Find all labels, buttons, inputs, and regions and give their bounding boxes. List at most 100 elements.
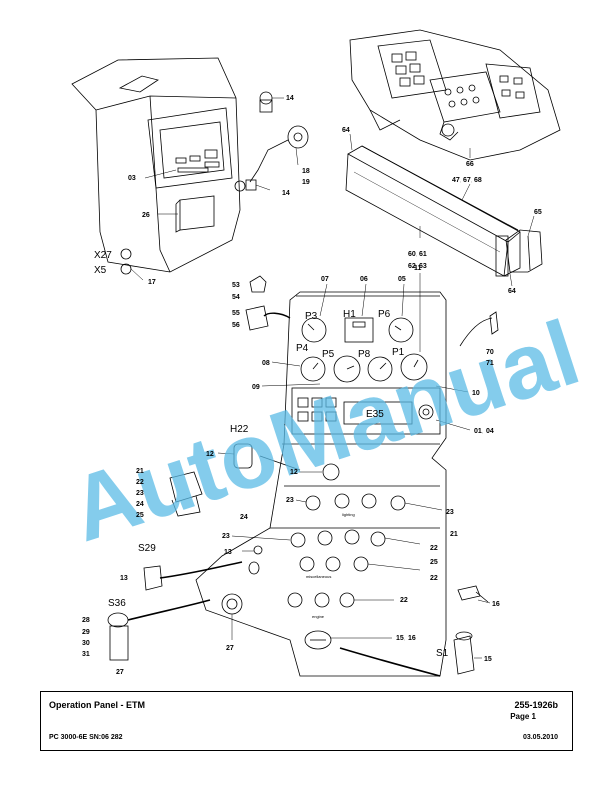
callout-27: 27: [116, 669, 124, 676]
din-rail-module: [345, 145, 521, 277]
callout-65: 65: [534, 209, 542, 216]
connectors-x27-x5: [120, 248, 132, 275]
callout-22-c: 22: [430, 575, 438, 582]
callout-25-b: 25: [430, 559, 438, 566]
callout-15: 15: [396, 635, 404, 642]
plug-socket-14a: [259, 91, 273, 113]
label-p8: P8: [358, 349, 371, 360]
label-p5: P5: [322, 349, 335, 360]
callout-21-b: 21: [450, 531, 458, 538]
callout-04: 04: [486, 428, 494, 435]
callout-14-b: 14: [282, 190, 290, 197]
svg-text:,: ,: [471, 178, 472, 183]
callout-60: 60: [408, 251, 416, 258]
callout-12-b: 12: [290, 469, 298, 476]
callout-23-c: 23: [446, 509, 454, 516]
label-s36: S36: [108, 598, 126, 609]
callout-64-b: 64: [508, 288, 516, 295]
end-bracket-65: [505, 229, 543, 273]
callout-21: 21: [136, 468, 144, 475]
document-number: 255-1926b: [514, 700, 558, 710]
callout-25: 25: [136, 512, 144, 519]
callout-16-b: 16: [408, 635, 416, 642]
callout-53: 53: [232, 282, 240, 289]
callout-09: 09: [252, 384, 260, 391]
leader-lines-top-left: [130, 97, 299, 281]
display-e35: [291, 387, 441, 435]
callout-15-b: 15: [484, 656, 492, 663]
svg-text:,: ,: [460, 178, 461, 183]
callout-30: 30: [82, 640, 90, 647]
callout-22-b: 22: [430, 545, 438, 552]
label-p6: P6: [378, 309, 391, 320]
label-engine: engine: [312, 614, 325, 619]
callout-22: 22: [136, 479, 144, 486]
title-block: Operation Panel - ETM 255-1926b Page 1 P…: [40, 691, 573, 751]
callout-66: 66: [466, 161, 474, 168]
leader-lines-panel: [217, 273, 491, 659]
callout-24: 24: [136, 501, 144, 508]
callout-11: 11: [414, 265, 422, 272]
callout-67: 67: [463, 177, 471, 184]
callout-63: 63: [419, 263, 427, 270]
callout-13-b: 13: [120, 575, 128, 582]
operation-panel-outline: [195, 291, 447, 677]
label-lighting: lighting: [342, 512, 355, 517]
label-x27: X27: [94, 250, 112, 261]
callout-12: 12: [206, 451, 214, 458]
callout-62: 62: [408, 263, 416, 270]
label-x5: X5: [94, 265, 107, 276]
label-p4: P4: [296, 343, 309, 354]
gauge-cluster: [300, 317, 428, 383]
callout-08: 08: [262, 360, 270, 367]
console-housing: [71, 57, 241, 273]
machine-model: PC 3000-6E SN:06 282: [49, 734, 123, 741]
callout-05: 05: [398, 276, 406, 283]
label-p1: P1: [392, 347, 405, 358]
page-number: Page 1: [510, 712, 536, 721]
callout-68: 68: [474, 177, 482, 184]
callout-23: 23: [136, 490, 144, 497]
callout-54: 54: [232, 294, 240, 301]
callout-61: 61: [419, 251, 427, 258]
side-components: [107, 275, 499, 677]
callout-31: 31: [82, 651, 90, 658]
label-s1: S1: [436, 648, 449, 659]
label-e35: E35: [366, 409, 384, 420]
label-h1: H1: [343, 309, 356, 320]
callout-70: 70: [486, 349, 494, 356]
callout-71: 71: [486, 360, 494, 367]
callout-22-d: 22: [400, 597, 408, 604]
watermark: AutoManual: [59, 302, 591, 562]
plug-14b: [234, 179, 257, 192]
callout-29: 29: [82, 629, 90, 636]
callout-23-d: 23: [222, 533, 230, 540]
document-date: 03.05.2010: [522, 734, 558, 741]
callout-10: 10: [472, 390, 480, 397]
callout-13: 13: [224, 549, 232, 556]
svg-text:,: ,: [482, 429, 483, 434]
label-s29: S29: [138, 543, 156, 554]
callout-27-b: 27: [226, 645, 234, 652]
callout-18: 18: [302, 168, 310, 175]
callout-16: 16: [492, 601, 500, 608]
console-upper-right: [349, 29, 561, 161]
callout-64: 64: [342, 127, 350, 134]
callout-01: 01: [474, 428, 482, 435]
callout-56: 56: [232, 322, 240, 329]
switch-rows: [221, 443, 440, 650]
callout-14: 14: [286, 95, 294, 102]
leader-lines-top-right: [349, 133, 535, 287]
label-p3: P3: [305, 311, 318, 322]
svg-text:,: ,: [404, 636, 405, 641]
label-miscellaneous: miscellaneous: [306, 574, 331, 579]
drawing-title: Operation Panel - ETM: [49, 700, 146, 710]
callout-47: 47: [452, 177, 460, 184]
callout-26: 26: [142, 212, 150, 219]
callout-28: 28: [82, 617, 90, 624]
callout-55: 55: [232, 310, 240, 317]
callout-06: 06: [360, 276, 368, 283]
svg-text:,: ,: [416, 252, 417, 257]
callout-19: 19: [302, 179, 310, 186]
callout-03: 03: [128, 175, 136, 182]
